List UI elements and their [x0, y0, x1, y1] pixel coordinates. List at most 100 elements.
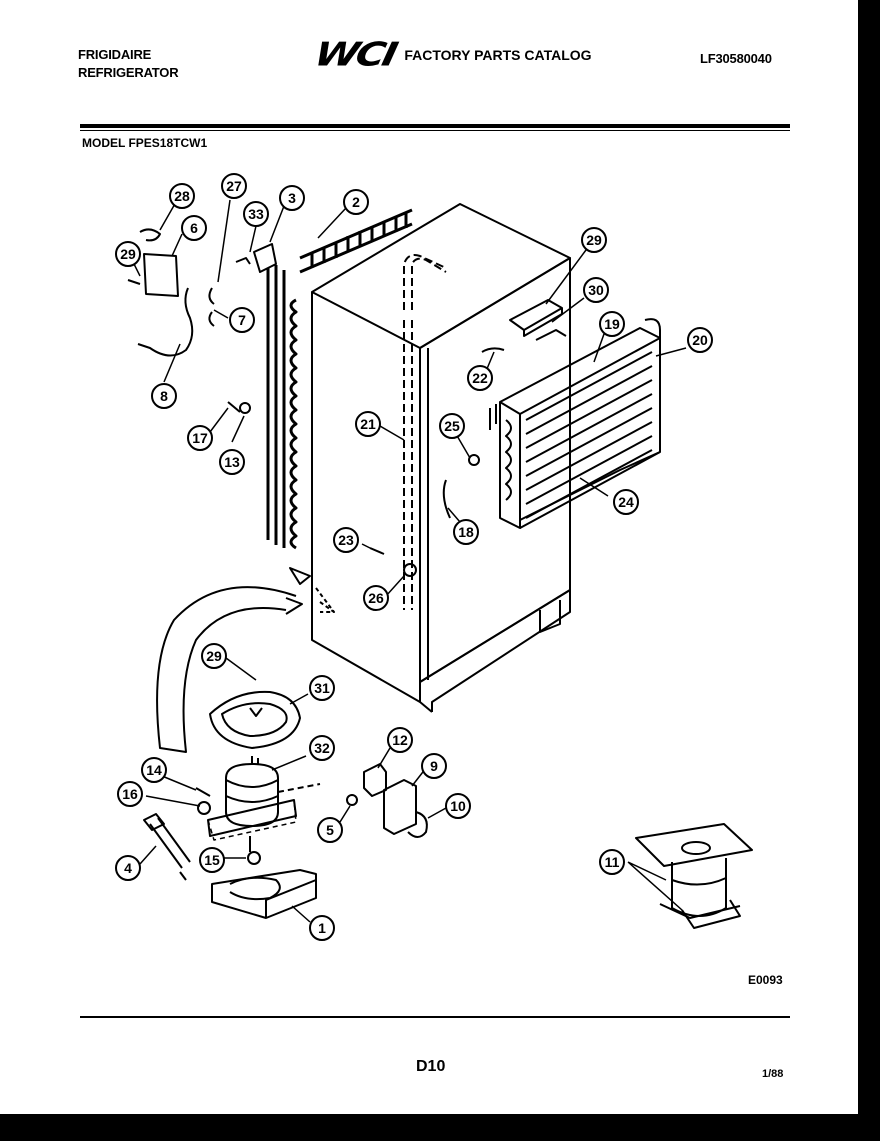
callout-4: 4: [115, 855, 141, 881]
callout-circle: [581, 227, 607, 253]
callout-circle: [309, 915, 335, 941]
callout-label: 8: [160, 388, 168, 404]
callout-label: 27: [226, 178, 242, 194]
callout-circle: [117, 781, 143, 807]
callout-19: 19: [599, 311, 625, 337]
compressor: [207, 756, 321, 837]
callout-label: 23: [338, 532, 354, 548]
catalog-title: FACTORY PARTS CATALOG: [404, 47, 592, 63]
callout-circle: [221, 173, 247, 199]
callout-label: 12: [392, 732, 408, 748]
product-type: REFRIGERATOR: [78, 65, 179, 80]
compressor-arrow: [156, 567, 335, 753]
filter-drier: [143, 813, 191, 881]
callout-label: 29: [120, 246, 136, 262]
catalog-number: LF30580040: [700, 51, 772, 66]
callout-27: 27: [221, 173, 247, 199]
callout-15: 15: [199, 847, 225, 873]
callout-circle: [151, 383, 177, 409]
callout-18: 18: [453, 519, 479, 545]
callout-circle: [343, 189, 369, 215]
model-number: MODEL FPES18TCW1: [82, 136, 208, 150]
callout-2: 2: [343, 189, 369, 215]
callout-circle: [599, 311, 625, 337]
callout-circle: [363, 585, 389, 611]
callout-label: 21: [360, 416, 376, 432]
callout-label: 5: [326, 822, 334, 838]
callout-circle: [355, 411, 381, 437]
callout-circle: [187, 425, 213, 451]
callout-21: 21: [355, 411, 381, 437]
callout-5: 5: [317, 817, 343, 843]
grommets: [195, 787, 261, 865]
callout-29: 29: [201, 643, 227, 669]
callout-circle: [219, 449, 245, 475]
callout-label: 18: [458, 524, 474, 540]
callout-10: 10: [445, 793, 471, 819]
callout-3: 3: [279, 185, 305, 211]
callout-circle: [467, 365, 493, 391]
callout-label: 16: [122, 786, 138, 802]
callout-32: 32: [309, 735, 335, 761]
callout-label: 32: [314, 740, 330, 756]
callout-label: 22: [472, 370, 488, 386]
callout-label: 20: [692, 332, 708, 348]
callout-label: 13: [224, 454, 240, 470]
footer-rule: [80, 1016, 790, 1018]
leader-lines: [129, 199, 687, 923]
callout-circle: [317, 817, 343, 843]
callout-label: 9: [430, 758, 438, 774]
date-code: 1/88: [762, 1068, 784, 1080]
callout-33: 33: [243, 201, 269, 227]
defrost-heater: [519, 451, 661, 521]
header-rule-thin: [80, 130, 790, 131]
scan-border-right: [858, 0, 880, 1141]
callout-group: 2827333262978293019202225211824232629313…: [115, 173, 713, 941]
callout-9: 9: [421, 753, 447, 779]
callout-12: 12: [387, 727, 413, 753]
condenser-coil: [266, 208, 413, 550]
callout-label: 25: [444, 418, 460, 434]
callout-circle: [279, 185, 305, 211]
callout-1: 1: [309, 915, 335, 941]
callout-label: 15: [204, 852, 220, 868]
callout-circle: [687, 327, 713, 353]
callout-24: 24: [613, 489, 639, 515]
cabinet: [311, 203, 571, 713]
callout-16: 16: [117, 781, 143, 807]
callout-circle: [169, 183, 195, 209]
callout-14: 14: [141, 757, 167, 783]
callout-label: 31: [314, 680, 330, 696]
callout-26: 26: [363, 585, 389, 611]
compressor-mount-outline: [207, 799, 297, 841]
callout-circle: [583, 277, 609, 303]
callout-6: 6: [181, 215, 207, 241]
callout-label: 3: [288, 190, 296, 206]
callout-label: 30: [588, 282, 604, 298]
hardware-parts: [127, 228, 505, 577]
callout-circle: [115, 855, 141, 881]
callout-8: 8: [151, 383, 177, 409]
callout-17: 17: [187, 425, 213, 451]
callout-28: 28: [169, 183, 195, 209]
callout-22: 22: [467, 365, 493, 391]
callout-label: 29: [206, 648, 222, 664]
callout-29: 29: [115, 241, 141, 267]
callout-circle: [141, 757, 167, 783]
relay-overload: [346, 763, 428, 838]
callout-label: 4: [124, 860, 132, 876]
callout-label: 10: [450, 798, 466, 814]
callout-circle: [599, 849, 625, 875]
callout-25: 25: [439, 413, 465, 439]
callout-label: 17: [192, 430, 208, 446]
callout-label: 26: [368, 590, 384, 606]
callout-label: 2: [352, 194, 360, 210]
drain-tube: [403, 254, 447, 610]
callout-31: 31: [309, 675, 335, 701]
callout-label: 14: [146, 762, 162, 778]
mounting-bracket: [211, 869, 317, 919]
callout-circle: [229, 307, 255, 333]
callout-circle: [439, 413, 465, 439]
figure-code: E0093: [748, 973, 783, 987]
